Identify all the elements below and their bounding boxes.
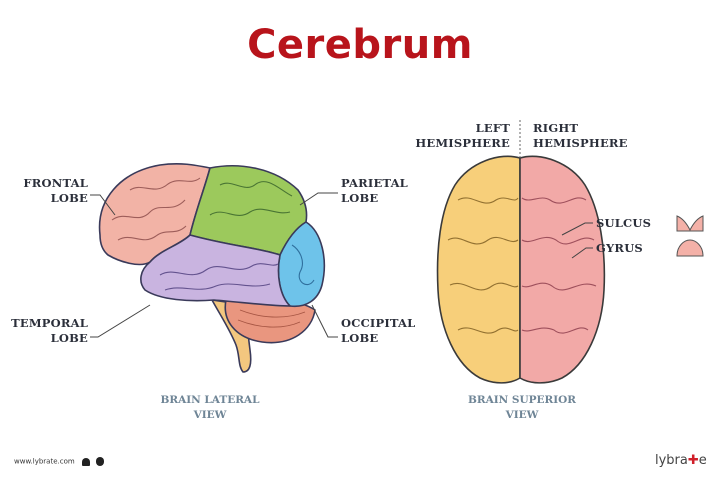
caption-line: VIEW <box>505 409 539 421</box>
sulcus-icon <box>676 215 704 232</box>
page-title: Cerebrum <box>247 22 473 68</box>
logo-text-pre: lybra <box>655 453 688 468</box>
label-line: OCCIPITAL <box>341 316 416 330</box>
label-line: PARIETAL <box>341 176 408 190</box>
footer-url-text: www.lybrate.com <box>14 457 75 466</box>
right-hemisphere <box>519 155 606 384</box>
label-line: HEMISPHERE <box>415 136 510 150</box>
label-occipital-lobe: OCCIPITAL LOBE <box>341 316 415 346</box>
label-line: RIGHT <box>533 121 579 135</box>
superior-leader-lines <box>561 222 593 259</box>
lybrate-logo[interactable]: lybra✚e <box>655 453 707 468</box>
label-line: HEMISPHERE <box>533 136 628 150</box>
left-hemisphere <box>436 155 521 384</box>
lateral-brain <box>98 162 326 373</box>
caption-superior-view: BRAIN SUPERIOR VIEW <box>452 393 592 423</box>
label-line: TEMPORAL <box>11 316 88 330</box>
label-gyrus: GYRUS <box>596 241 643 255</box>
label-line: LOBE <box>341 191 379 205</box>
lateral-leader-lines <box>90 192 338 338</box>
gyrus-icon <box>676 239 704 257</box>
superior-brain <box>436 155 606 384</box>
label-line: LOBE <box>50 191 88 205</box>
android-icon <box>81 457 90 466</box>
logo-cross-icon: ✚ <box>687 453 699 468</box>
label-line: LOBE <box>341 331 379 345</box>
label-left-hemisphere: LEFT HEMISPHERE <box>412 121 510 151</box>
label-line: LOBE <box>50 331 88 345</box>
label-line: FRONTAL <box>23 176 88 190</box>
label-right-hemisphere: RIGHT HEMISPHERE <box>533 121 628 151</box>
caption-line: BRAIN LATERAL <box>160 394 260 406</box>
label-parietal-lobe: PARIETAL LOBE <box>341 176 408 206</box>
label-frontal-lobe: FRONTAL LOBE <box>20 176 88 206</box>
apple-icon <box>96 457 105 466</box>
caption-line: BRAIN SUPERIOR <box>467 394 577 406</box>
label-temporal-lobe: TEMPORAL LOBE <box>10 316 88 346</box>
label-line: LEFT <box>475 121 510 135</box>
logo-text-post: e <box>698 453 707 468</box>
label-sulcus: SULCUS <box>596 216 652 230</box>
footer-url[interactable]: www.lybrate.com <box>14 457 105 466</box>
caption-line: VIEW <box>193 409 227 421</box>
caption-lateral-view: BRAIN LATERAL VIEW <box>140 393 280 423</box>
